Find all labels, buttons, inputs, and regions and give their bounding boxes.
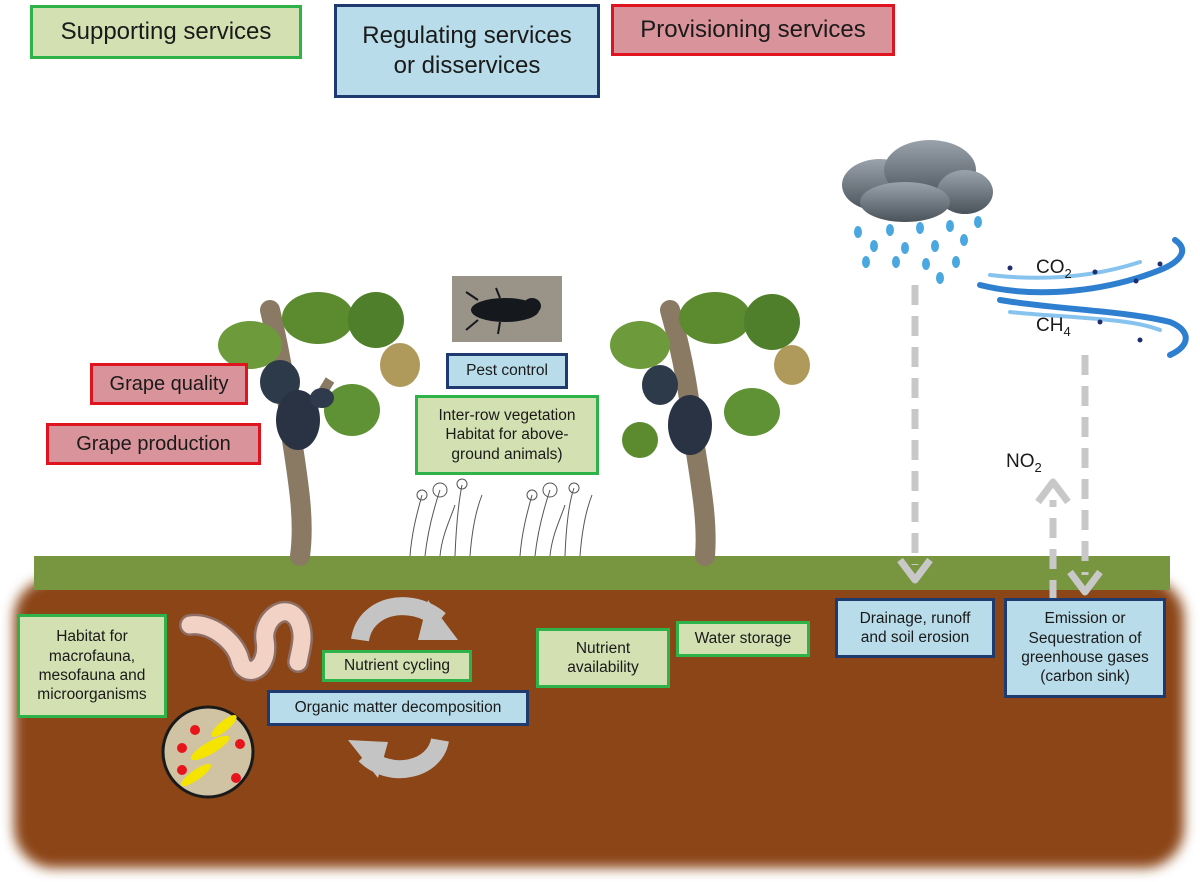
legend-regulating-line1: Regulating services xyxy=(362,22,572,49)
no2-label: NO2 xyxy=(1006,451,1042,475)
microorganism-dish-icon xyxy=(161,705,255,799)
arrow-no2-up-icon xyxy=(1035,478,1071,600)
soil-habitat-label: Habitat for macrofauna, mesofauna and mi… xyxy=(17,614,167,718)
arrow-rain-down-icon xyxy=(897,285,933,584)
grapevine-right-icon xyxy=(610,292,810,566)
cycle-arrows-icon xyxy=(348,597,458,779)
arrow-gas-down-icon xyxy=(1067,355,1103,596)
legend-provisioning-services: Provisioning services xyxy=(611,4,895,56)
drainage-runoff-erosion-label: Drainage, runoff and soil erosion xyxy=(835,598,995,658)
nutrient-availability-label: Nutrient availability xyxy=(536,628,670,688)
water-storage-label: Water storage xyxy=(676,621,810,657)
legend-regulating-services: Regulating services or disservices xyxy=(334,4,600,98)
earthworm-icon xyxy=(179,600,314,682)
grape-quality-label: Grape quality xyxy=(90,363,248,405)
wildflowers-icon xyxy=(409,478,593,557)
co2-label: CO2 xyxy=(1036,257,1072,281)
organic-matter-decomposition-label: Organic matter decomposition xyxy=(267,690,529,726)
legend-regulating-line2: or disservices xyxy=(393,52,541,79)
grape-production-label: Grape production xyxy=(46,423,261,465)
inter-row-vegetation-label: Inter-row vegetation Habitat for above- … xyxy=(415,395,599,475)
beetle-photo-icon xyxy=(452,276,562,342)
wind-icon xyxy=(977,237,1189,358)
grass-strip xyxy=(34,556,1170,590)
ch4-label: CH4 xyxy=(1036,315,1071,339)
nutrient-cycling-label: Nutrient cycling xyxy=(322,650,472,682)
pest-control-label: Pest control xyxy=(446,353,568,389)
legend-supporting-services: Supporting services xyxy=(30,5,302,59)
rain-cloud-icon xyxy=(842,140,993,284)
grapevine-left-icon xyxy=(218,292,420,566)
greenhouse-gas-emission-label: Emission or Sequestration of greenhouse … xyxy=(1004,598,1166,698)
